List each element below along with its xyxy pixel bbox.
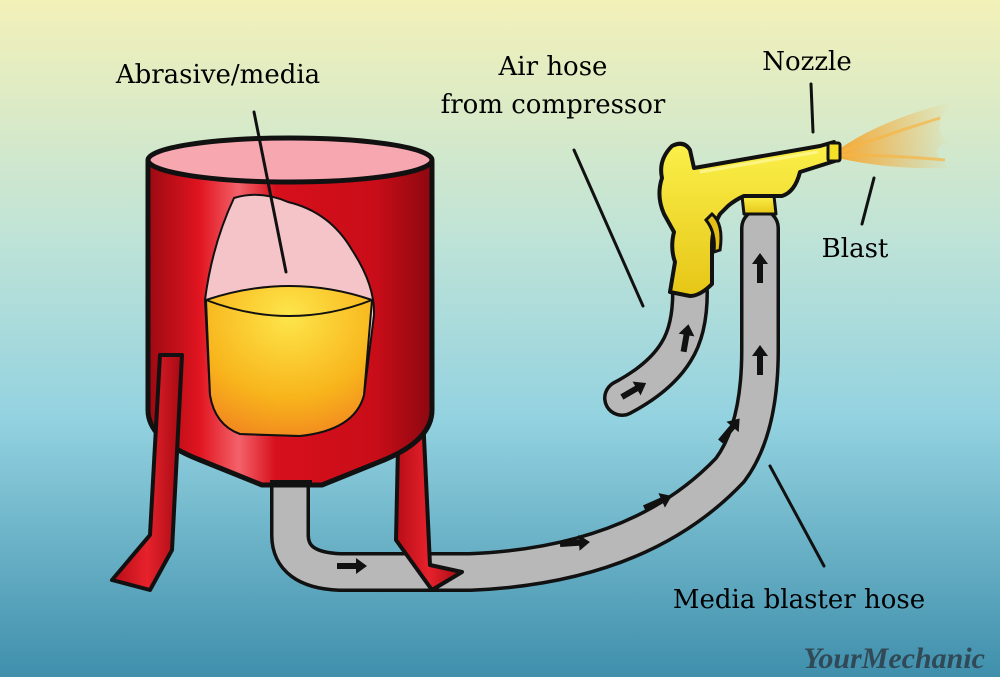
- media-blaster-hose: [270, 208, 780, 592]
- blast-gun: [657, 140, 842, 298]
- blaster-tank: [110, 135, 464, 592]
- label-abrasive-media: Abrasive/media: [115, 60, 320, 90]
- callout-media-hose: [768, 464, 826, 568]
- label-nozzle: Nozzle: [762, 47, 852, 77]
- flow-arrow-icon: [559, 534, 590, 551]
- blast-spray: [838, 102, 952, 169]
- label-media-blaster-hose: Media blaster hose: [673, 585, 925, 615]
- tank-rim: [145, 135, 435, 185]
- gun-trigger: [703, 211, 723, 255]
- callout-blast: [860, 176, 876, 226]
- gun-nozzle: [826, 141, 842, 163]
- callout-air-hose: [572, 148, 645, 308]
- flow-arrows: [337, 253, 768, 574]
- flow-arrow-icon: [752, 253, 768, 283]
- label-air-hose-line1: Air hose: [498, 52, 608, 82]
- flow-arrow-icon: [752, 345, 768, 375]
- flow-arrow-icon: [337, 558, 367, 574]
- abrasive-media: [204, 285, 374, 438]
- flow-arrow-icon: [620, 381, 647, 400]
- callout-abrasive: [252, 110, 288, 274]
- callout-lines: [252, 82, 876, 568]
- watermark-logo: YourMechanic: [803, 642, 985, 675]
- flow-arrow-icon: [643, 493, 672, 511]
- tank-leg-left: [110, 353, 184, 592]
- flow-arrow-icon: [718, 418, 740, 444]
- label-air-hose-line2: from compressor: [441, 90, 666, 120]
- flow-arrow-icon: [678, 324, 695, 353]
- label-blast: Blast: [822, 234, 889, 264]
- callout-nozzle: [809, 82, 815, 134]
